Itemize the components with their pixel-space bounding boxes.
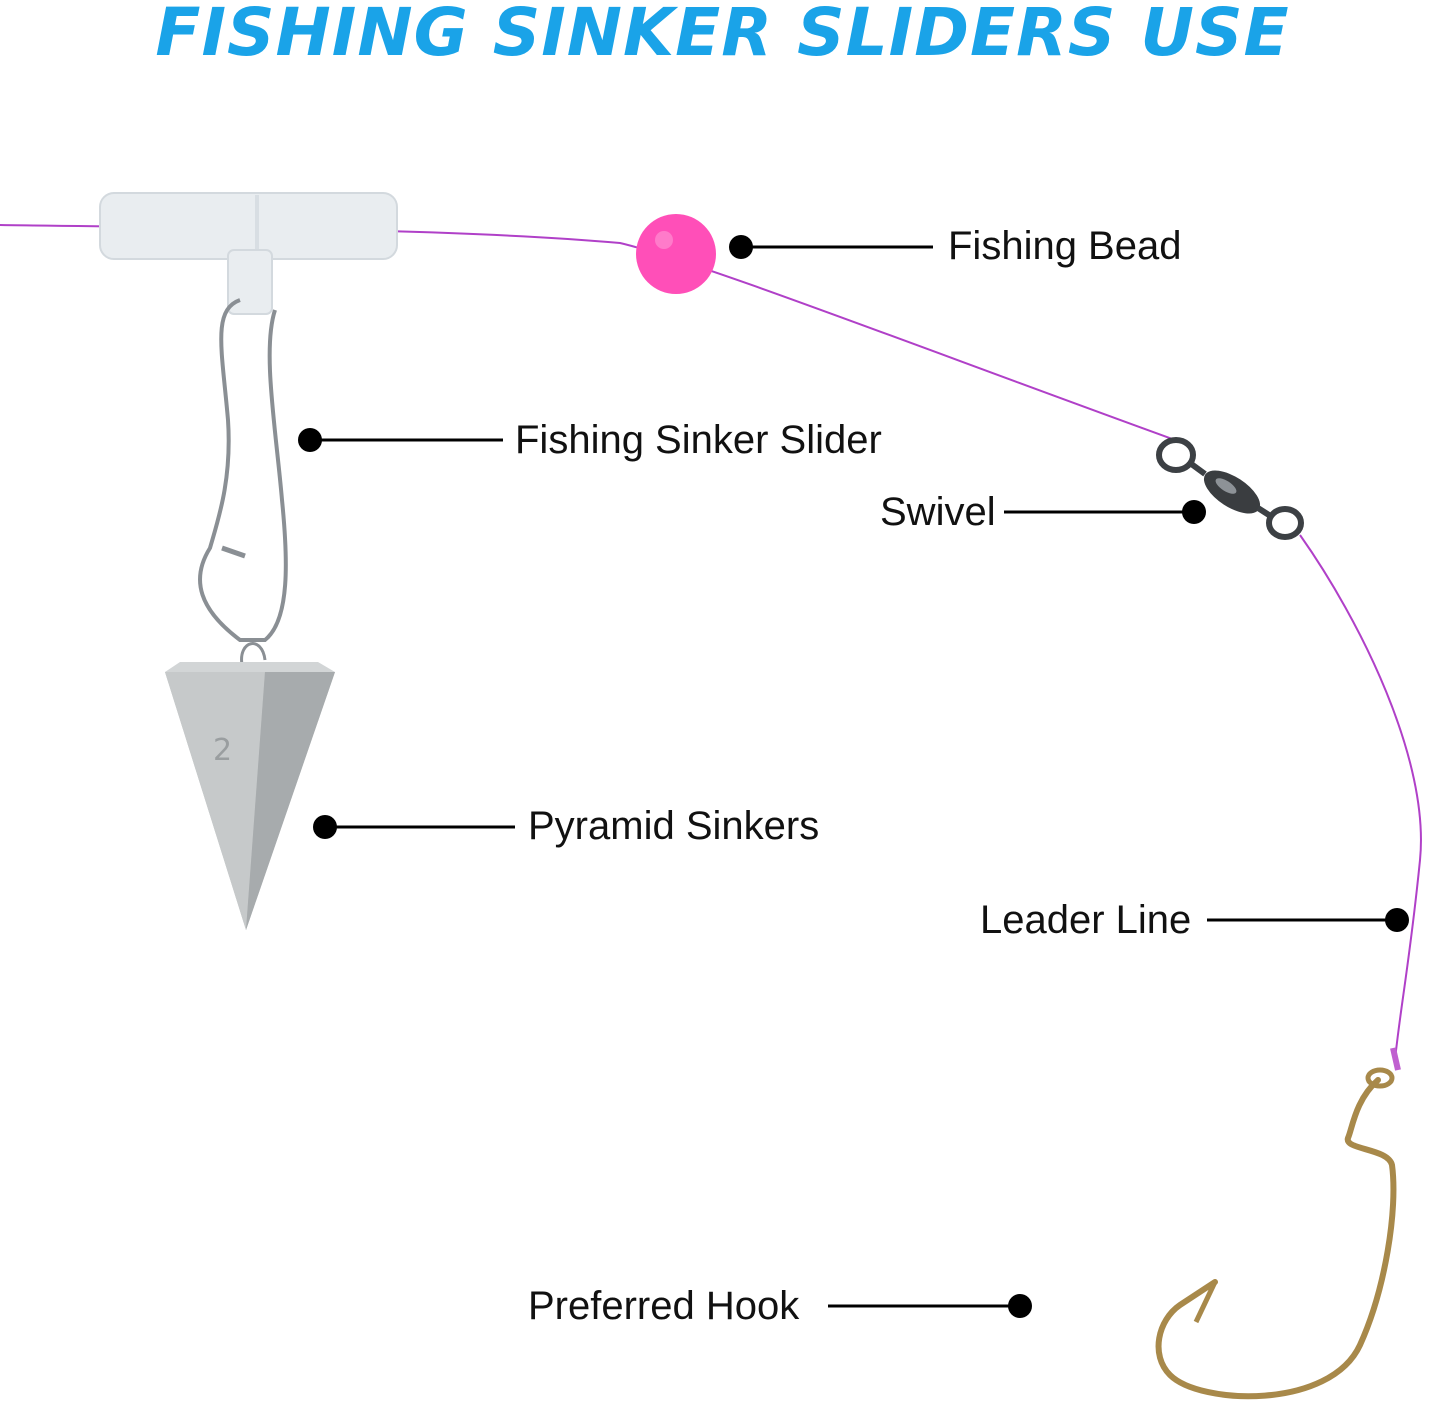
callout-fishing-bead: [729, 235, 933, 259]
swivel-icon: [1156, 437, 1304, 540]
diagram-title: FISHING SINKER SLIDERS USE: [155, 0, 1290, 71]
sinker-slider-icon: [99, 192, 398, 666]
label-swivel: Swivel: [880, 490, 996, 534]
label-fishing-bead: Fishing Bead: [948, 224, 1182, 268]
leader-line: [1299, 534, 1422, 1061]
callout-preferred-hook: [828, 1294, 1032, 1318]
label-preferred-hook: Preferred Hook: [528, 1284, 800, 1328]
callout-leader-line: [1207, 908, 1409, 932]
label-pyramid-sinkers: Pyramid Sinkers: [528, 804, 820, 848]
callout-sinker-slider: [298, 428, 503, 452]
label-sinker-slider: Fishing Sinker Slider: [515, 418, 882, 462]
callout-pyramid-sinkers: [313, 815, 515, 839]
sinker-weight-mark: 2: [213, 733, 232, 768]
label-leader-line: Leader Line: [980, 898, 1192, 942]
pyramid-sinker-icon: 2: [165, 662, 335, 930]
hook-icon: [1155, 1047, 1401, 1400]
callout-swivel: [1004, 500, 1206, 524]
fishing-bead-icon: [636, 214, 716, 294]
